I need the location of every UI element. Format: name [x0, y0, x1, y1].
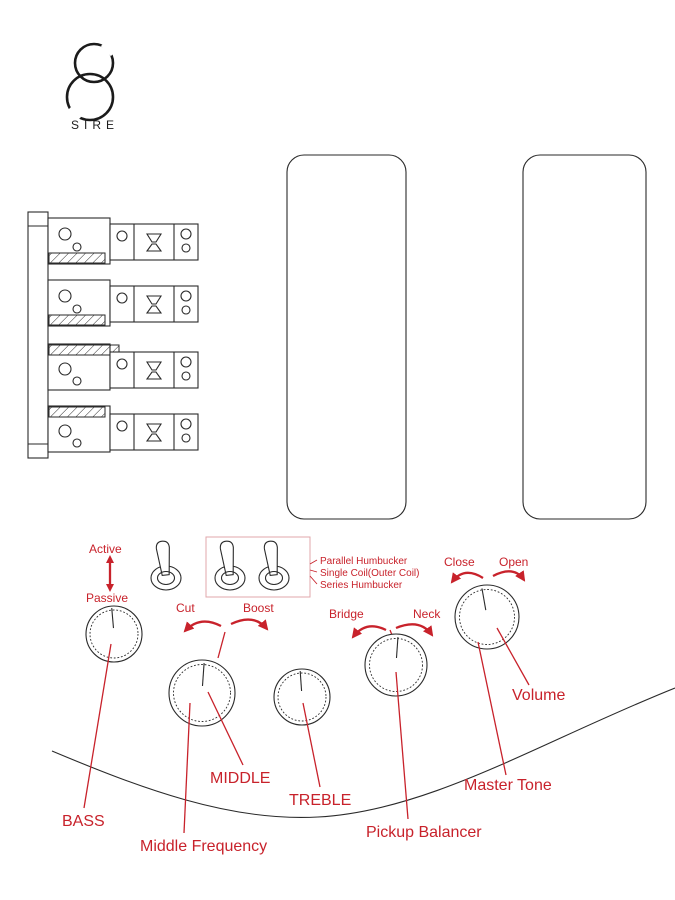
boost-arrow [230, 618, 269, 631]
logo-top-loop [73, 42, 115, 84]
bass-callout-line [83, 643, 112, 809]
middle-label: MIDDLE [210, 770, 270, 787]
middle-knob [168, 659, 236, 727]
sire-logo: SIRE [65, 41, 119, 132]
cut-label: Cut [176, 601, 195, 615]
switch-option-parallel-humbucker: Parallel Humbucker [320, 556, 408, 567]
volume-label: Volume [512, 687, 565, 704]
active-passive-arrow [106, 555, 114, 592]
bass-label: BASS [62, 813, 105, 830]
volume-callout-line [496, 627, 530, 686]
coil-switch-box [205, 536, 311, 598]
coil-toggle-switch-2 [258, 540, 290, 591]
switch-option-connectors [309, 559, 318, 585]
middle-callout-line [207, 691, 244, 766]
switch-option-single-coil: Single Coil(Outer Coil) [320, 568, 419, 579]
middle-arrow-connector [217, 631, 226, 659]
master-tone-callout-line [477, 641, 507, 776]
volume-knob [454, 584, 520, 650]
pickup-neck-shape [286, 154, 407, 520]
master-tone-label: Master Tone [464, 777, 552, 794]
open-arrow [492, 570, 526, 582]
treble-label: TREBLE [289, 792, 351, 809]
neck-arrow [395, 623, 434, 637]
bridge-base-plate [27, 211, 49, 459]
neck-label: Neck [413, 607, 441, 621]
close-label: Close [444, 555, 475, 569]
pickup-balancer-callout-line [395, 671, 409, 820]
active-label: Active [89, 542, 122, 556]
middle-frequency-callout-line [183, 702, 191, 834]
bridge-assembly-drawing [27, 211, 199, 459]
pickup-balancer-knob [364, 633, 428, 697]
passive-label: Passive [86, 591, 128, 605]
bass-knob [85, 605, 143, 663]
middle-frequency-label: Middle Frequency [140, 838, 267, 855]
bridge-label: Bridge [329, 607, 364, 621]
coil-toggle-switch-1 [214, 540, 246, 591]
treble-callout-line [302, 702, 321, 788]
cut-arrow [183, 620, 222, 633]
boost-label: Boost [243, 601, 274, 615]
treble-knob [273, 668, 331, 726]
pickup-balancer-label: Pickup Balancer [366, 824, 482, 841]
body-contour-line [51, 687, 675, 819]
preamp-toggle-switch [150, 540, 182, 591]
bridge-row [47, 343, 199, 391]
bridge-arrow [351, 625, 387, 639]
logo-bottom-loop [65, 72, 115, 122]
open-label: Open [499, 555, 528, 569]
bridge-row [47, 279, 199, 327]
switch-option-series-humbucker: Series Humbucker [320, 580, 403, 591]
sire-wordmark: SIRE [71, 118, 119, 132]
pickup-bridge-shape [522, 154, 647, 520]
close-arrow [450, 571, 484, 584]
bridge-row [47, 405, 199, 453]
bridge-row [47, 217, 199, 265]
